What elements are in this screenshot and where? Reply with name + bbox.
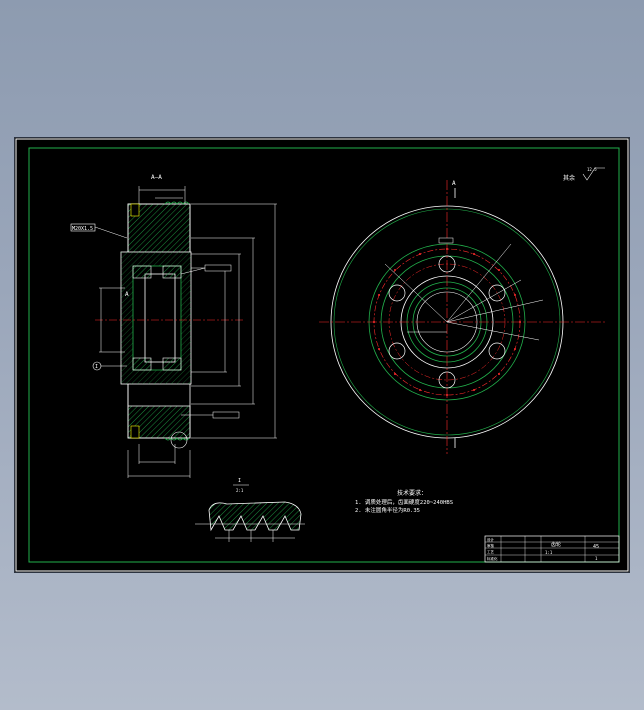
roughness-note: 其余 12.5	[563, 167, 605, 182]
datum-callout: A	[125, 291, 129, 298]
inner-frame	[28, 147, 620, 563]
keyway-callout: M20X1.5	[72, 226, 93, 232]
tech-title: 技术要求：	[397, 489, 427, 497]
title-block: 齿轮 45 1:1 1 设计 审核 工艺 标准化	[484, 535, 620, 563]
detail-scale: 2:1	[236, 488, 244, 493]
circle-marker: I	[95, 364, 98, 370]
title-row-2: 审核	[487, 543, 495, 548]
title-sheet: 1	[595, 556, 598, 561]
front-view	[319, 180, 607, 454]
detail-label: I	[238, 478, 241, 484]
section-label: A—A	[151, 174, 162, 181]
tech-item-2: 2. 未注圆角半径为R0.35	[355, 506, 420, 514]
title-row-3: 工艺	[487, 549, 495, 554]
title-scale: 1:1	[545, 550, 553, 555]
cad-drawing: A—A	[15, 138, 629, 572]
title-material: 45	[593, 544, 599, 550]
section-arrows: A	[452, 180, 456, 448]
tech-item-1: 1. 调质处理后，齿面硬度220~240HBS	[355, 498, 453, 506]
title-part-name: 齿轮	[551, 541, 561, 548]
title-row-1: 设计	[487, 537, 495, 542]
outer-border	[15, 138, 629, 572]
roughness-general: 其余	[563, 174, 575, 182]
roughness-value: 12.5	[587, 167, 597, 172]
detail-view: I 2:1	[195, 478, 305, 542]
tech-requirements: 技术要求： 1. 调质处理后，齿面硬度220~240HBS 2. 未注圆角半径为…	[355, 489, 453, 514]
drawing-sheet: A—A	[15, 138, 629, 572]
title-row-4: 标准化	[487, 556, 498, 561]
svg-text:A: A	[452, 180, 456, 187]
section-view: A—A	[70, 174, 277, 478]
